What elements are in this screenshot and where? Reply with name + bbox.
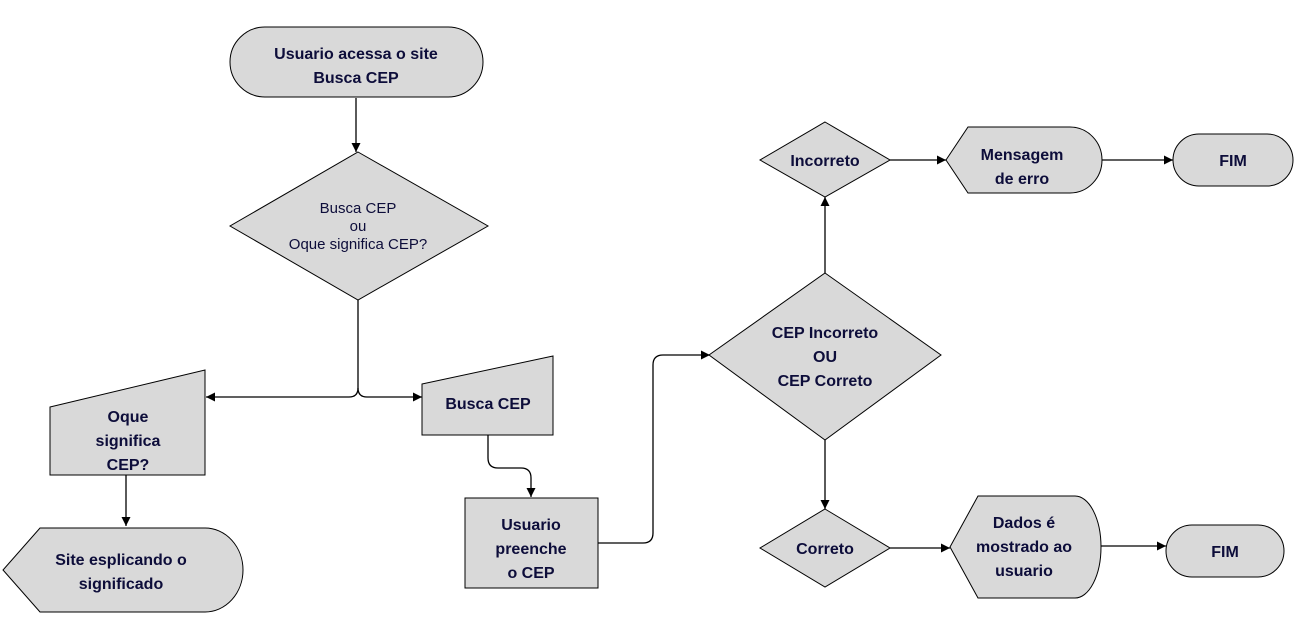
oque-significa-node: Oque significa CEP? bbox=[49, 369, 206, 476]
edge-decision-to-oque bbox=[206, 300, 359, 402]
decision-main-line-2: ou bbox=[350, 218, 367, 235]
usuario-preenche-node: Usuario preenche o CEP bbox=[464, 497, 599, 589]
site-line-2: significado bbox=[79, 576, 164, 593]
fim-bottom-label: FIM bbox=[1211, 544, 1239, 561]
oque-line-2: significa bbox=[96, 433, 161, 450]
usuario-line-1: Usuario bbox=[501, 517, 561, 534]
start-line-1: Usuario acessa o site bbox=[274, 46, 438, 63]
mensagem-erro-node: Mensagem de erro bbox=[945, 126, 1103, 194]
decision-main-node: Busca CEP ou Oque significa CEP? bbox=[229, 151, 490, 301]
decision-main-line-1: Busca CEP bbox=[320, 200, 397, 217]
dados-line-3: usuario bbox=[995, 563, 1053, 580]
fim-top-node: FIM bbox=[1172, 133, 1294, 187]
oque-line-3: CEP? bbox=[107, 457, 150, 474]
fim-bottom-node: FIM bbox=[1165, 524, 1285, 578]
decision-main-line-3: Oque significa CEP? bbox=[289, 236, 427, 253]
incorreto-node: Incorreto bbox=[758, 121, 892, 198]
busca-cep-label: Busca CEP bbox=[445, 396, 531, 413]
edge-decision-to-busca bbox=[357, 387, 422, 402]
mensagem-line-1: Mensagem bbox=[981, 147, 1064, 164]
incorreto-label: Incorreto bbox=[790, 153, 860, 170]
connectors bbox=[121, 98, 1173, 553]
edge-usuario-to-decision-cep bbox=[598, 350, 710, 544]
correto-label: Correto bbox=[796, 541, 854, 558]
usuario-line-3: o CEP bbox=[507, 565, 554, 582]
usuario-line-2: preenche bbox=[495, 541, 566, 558]
site-line-1: Site esplicando o bbox=[55, 552, 187, 569]
decision-cep-node: CEP Incorreto OU CEP Correto bbox=[708, 272, 942, 441]
start-line-2: Busca CEP bbox=[313, 70, 399, 87]
decision-cep-line-1: CEP Incorreto bbox=[772, 325, 879, 342]
dados-line-1: Dados é bbox=[993, 515, 1055, 532]
decision-cep-line-2: OU bbox=[813, 349, 837, 366]
start-node: Usuario acessa o site Busca CEP bbox=[229, 26, 484, 98]
dados-mostrado-node: Dados é mostrado ao usuario bbox=[949, 495, 1102, 599]
dados-line-2: mostrado ao bbox=[976, 539, 1072, 556]
correto-node: Correto bbox=[759, 508, 891, 588]
fim-top-label: FIM bbox=[1219, 153, 1247, 170]
busca-cep-node: Busca CEP bbox=[421, 355, 554, 436]
mensagem-line-2: de erro bbox=[995, 171, 1049, 188]
edge-busca-to-usuario bbox=[487, 435, 536, 497]
decision-cep-line-3: CEP Correto bbox=[778, 373, 873, 390]
site-explicando-node: Site esplicando o significado bbox=[2, 527, 244, 613]
oque-line-1: Oque bbox=[108, 409, 149, 426]
